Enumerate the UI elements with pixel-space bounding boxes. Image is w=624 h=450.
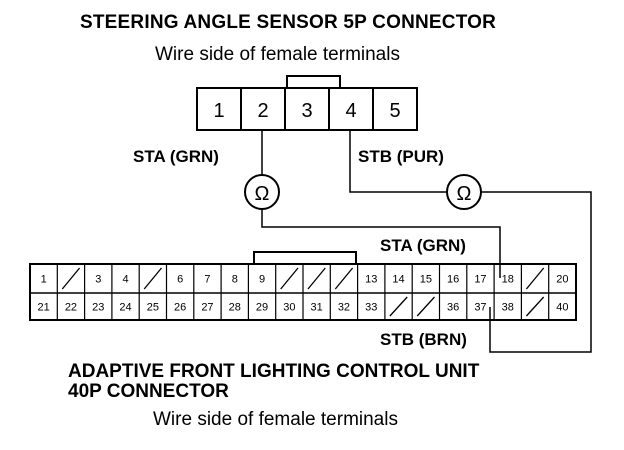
connector-5p-pin-4: 4: [345, 100, 356, 122]
connector-5p-pin-3: 3: [301, 100, 312, 122]
connector-5p: 1 2 3 4 5: [196, 75, 418, 131]
stb-brn-label-bottom: STB (BRN): [380, 330, 467, 349]
sta-grn-label-top: STA (GRN): [133, 147, 219, 166]
connector-5p-pin-5: 5: [389, 100, 400, 122]
connector-40p-pin-18: 18: [502, 274, 514, 286]
connector-40p-pin-8: 8: [232, 274, 238, 286]
connector-40p-pin-15: 15: [420, 274, 432, 286]
ohm-symbol-sta: Ω: [255, 183, 270, 205]
connector-40p-bottom-empty-cavity: [416, 296, 435, 317]
connector-40p-top-empty-cavity: [525, 267, 545, 290]
connector-40p-pin-32: 32: [338, 302, 350, 314]
connector-40p-pin-17: 17: [474, 274, 486, 286]
connector-40p-pin-27: 27: [201, 302, 213, 314]
connector-5p-lock-tab: [286, 75, 341, 88]
connector-40p-bottom-empty-cavity: [525, 296, 545, 317]
connector-40p-pin-20: 20: [556, 274, 568, 286]
connector-40p-pin-28: 28: [229, 302, 241, 314]
connector-40p-pin-6: 6: [177, 274, 183, 286]
steering-angle-sensor-connector-title: STEERING ANGLE SENSOR 5P CONNECTOR: [80, 12, 497, 33]
connector-40p-pin-31: 31: [311, 302, 323, 314]
connector-40p-bottom-empty-cavity: [389, 296, 408, 317]
sta-grn-label-bottom: STA (GRN): [380, 236, 466, 255]
connector-40p-pin-37: 37: [474, 302, 486, 314]
connector-40p-pin-1: 1: [41, 274, 47, 286]
connector-40p-lock-tab: [253, 251, 357, 264]
steering-angle-sensor-connector-subtitle: Wire side of female terminals: [155, 44, 400, 65]
connector-40p-pin-14: 14: [392, 274, 404, 286]
ohm-symbol-stb: Ω: [457, 183, 472, 205]
connector-40p-pin-4: 4: [122, 274, 128, 286]
connector-5p-pin-2: 2: [257, 100, 268, 122]
stb-pur-label-top: STB (PUR): [358, 147, 444, 166]
connector-40p-pin-38: 38: [502, 302, 514, 314]
connector-40p-pin-23: 23: [92, 302, 104, 314]
connector-40p-pin-16: 16: [447, 274, 459, 286]
connector-40p-top-empty-cavity: [334, 267, 354, 290]
afs-connector-subtitle: Wire side of female terminals: [153, 409, 398, 430]
connector-40p-pin-9: 9: [259, 274, 265, 286]
connector-40p-pin-22: 22: [65, 302, 77, 314]
connector-40p-pin-25: 25: [147, 302, 159, 314]
connector-40p-pin-29: 29: [256, 302, 268, 314]
connector-40p-pin-3: 3: [95, 274, 101, 286]
connector-40p-pin-36: 36: [447, 302, 459, 314]
connector-40p-top-empty-cavity: [61, 267, 81, 290]
connector-40p-pin-21: 21: [38, 302, 50, 314]
sta-wire: Ω: [244, 130, 501, 278]
stb-wire: Ω: [349, 130, 592, 353]
connector-40p-top-empty-cavity: [280, 267, 299, 290]
connector-40p-pin-7: 7: [204, 274, 210, 286]
connector-40p-pin-26: 26: [174, 302, 186, 314]
connector-40p-pin-13: 13: [365, 274, 377, 286]
connector-40p-pin-30: 30: [283, 302, 295, 314]
connector-40p-top-empty-cavity: [143, 267, 163, 290]
afs-control-unit-title: ADAPTIVE FRONT LIGHTING CONTROL UNIT: [68, 361, 480, 382]
connector-40p-top-empty-cavity: [307, 267, 326, 290]
afs-connector-title: 40P CONNECTOR: [68, 381, 229, 402]
connector-40p-pin-40: 40: [556, 302, 568, 314]
connector-40p-pin-24: 24: [119, 302, 131, 314]
connector-40p-pin-33: 33: [365, 302, 377, 314]
connector-5p-pin-1: 1: [213, 100, 224, 122]
connector-5p-housing: [196, 87, 418, 131]
